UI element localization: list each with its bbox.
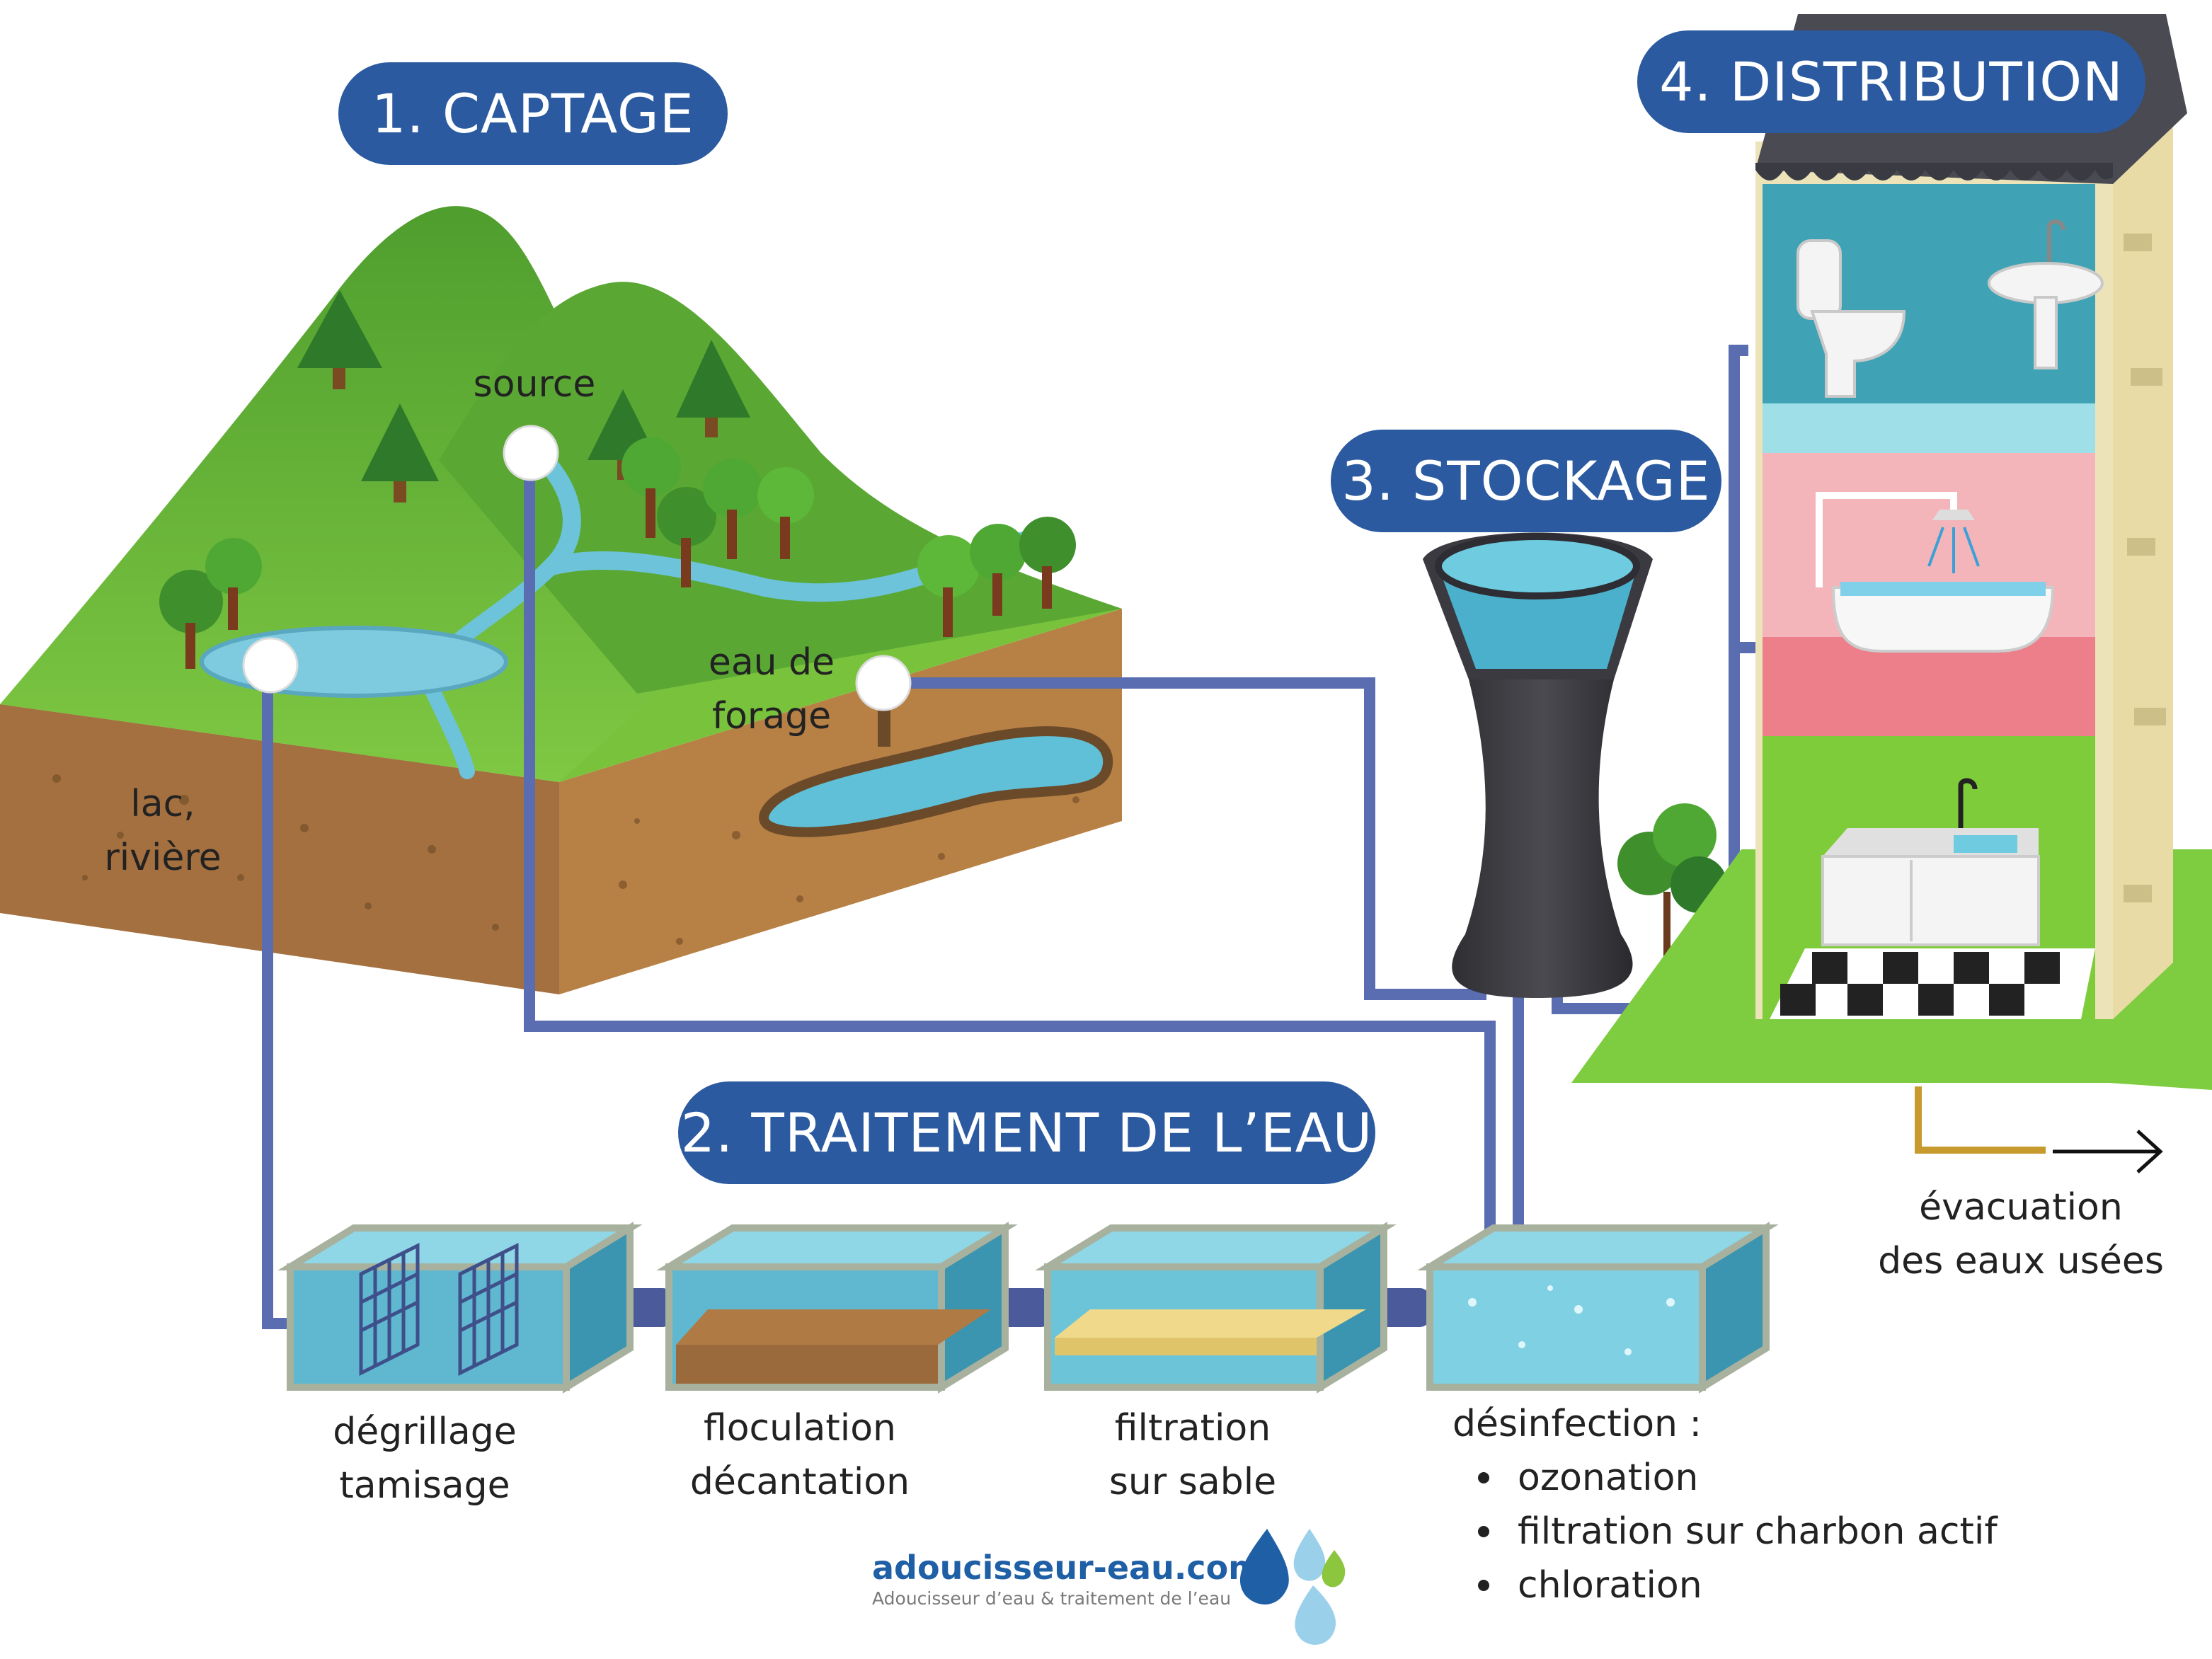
forage-line-1: eau de	[708, 641, 835, 684]
tank-degrillage	[277, 1222, 643, 1394]
toilet	[1796, 239, 1906, 398]
wall-stones	[2124, 234, 2166, 902]
washbasin	[1988, 219, 2104, 369]
pipe-source	[524, 453, 1496, 1232]
tank-floculation	[656, 1222, 1018, 1394]
stage-stockage-badge: 3. STOCKAGE	[1331, 430, 1721, 532]
lake-river-line-1: lac,	[130, 783, 195, 825]
round-trees	[159, 437, 1076, 669]
forage-label: eau de forage	[690, 636, 853, 743]
bubbles	[1468, 1285, 1675, 1355]
lake-river-label: lac, rivière	[85, 777, 241, 885]
evacuation-line-2: des eaux usées	[1878, 1240, 2164, 1282]
brand-name: adoucisseur-eau.com	[872, 1549, 1263, 1587]
desinfection-title-text: désinfection :	[1452, 1403, 1702, 1445]
pipe-lake	[262, 665, 294, 1329]
drain-arrow	[2053, 1130, 2163, 1173]
degrillage-line-2: tamisage	[339, 1464, 510, 1507]
drain-pipe	[1915, 1086, 2046, 1154]
lake-river-line-2: rivière	[104, 837, 222, 879]
list-item: ozonation	[1452, 1451, 1998, 1505]
desinfection-methods-list: ozonation filtration sur charbon actif c…	[1452, 1451, 1998, 1612]
filtration-line-1: filtration	[1114, 1407, 1271, 1450]
stage-captage-badge: 1. CAPTAGE	[338, 62, 728, 165]
lake-node	[242, 637, 299, 694]
evacuation-line-1: évacuation	[1919, 1186, 2123, 1229]
source-nodes	[242, 425, 912, 711]
source-node	[503, 425, 559, 481]
aquifer-pocket	[759, 726, 1113, 837]
pine-trees	[297, 290, 750, 503]
floculation-line-2: décantation	[689, 1461, 910, 1503]
step-degrillage-label: dégrillage tamisage	[311, 1405, 538, 1512]
list-item: chloration	[1452, 1558, 1998, 1612]
step-floculation-label: floculation décantation	[680, 1401, 920, 1509]
source-label-text: source	[473, 363, 596, 406]
kitchen-floor	[1770, 948, 2095, 1019]
step-desinfection-title: désinfection :	[1452, 1397, 1702, 1451]
evacuation-label: évacuation des eaux usées	[1855, 1181, 2187, 1288]
forage-node	[855, 655, 912, 711]
kitchen-sink	[1821, 778, 2040, 946]
borehole	[878, 701, 890, 747]
stage-distribution-badge: 4. DISTRIBUTION	[1637, 30, 2145, 133]
house	[1571, 14, 2212, 1173]
tank-filtration	[1035, 1222, 1397, 1394]
floculation-line-1: floculation	[703, 1407, 897, 1450]
pipe-forage	[883, 677, 1486, 1000]
brand-tagline: Adoucisseur d’eau & traitement de l’eau	[872, 1588, 1232, 1609]
stage-traitement-badge: 2. TRAITEMENT DE L’EAU	[678, 1081, 1375, 1184]
bathtub	[1816, 492, 2055, 653]
list-item: filtration sur charbon actif	[1452, 1505, 1998, 1558]
tank-desinfection	[1417, 1222, 1779, 1394]
soil-left	[0, 704, 559, 994]
water-tower	[1423, 532, 1653, 998]
shower-spray	[1927, 527, 1980, 573]
filtration-line-2: sur sable	[1108, 1461, 1277, 1503]
brand-logo-drops	[1239, 1529, 1346, 1645]
forage-line-2: forage	[711, 695, 832, 737]
screen-grids	[359, 1242, 519, 1377]
brand-logo: adoucisseur-eau.com Adoucisseur d’eau & …	[872, 1549, 1262, 1609]
degrillage-line-1: dégrillage	[333, 1411, 517, 1453]
source-label: source	[453, 357, 616, 411]
step-filtration-label: filtration sur sable	[1083, 1401, 1302, 1509]
